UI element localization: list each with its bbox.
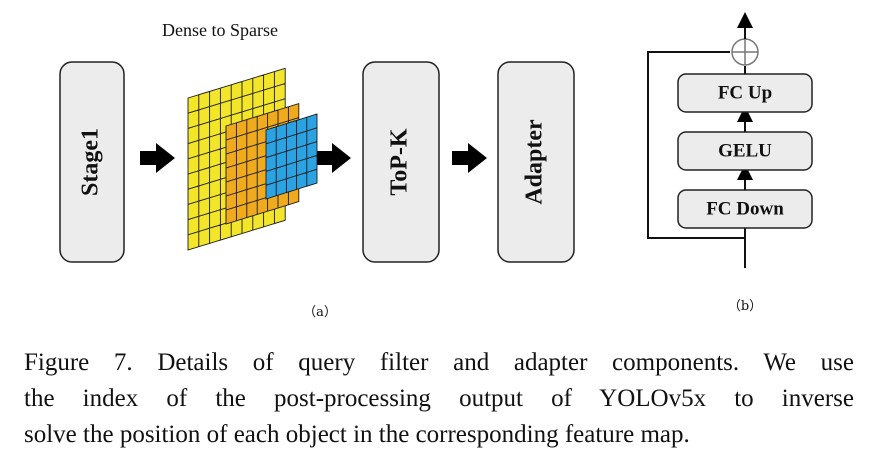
fc-up-label: FC Up	[718, 82, 772, 103]
arrow-grid-to-topk	[316, 143, 351, 173]
caption-line-2: the index of the post-processing output …	[24, 385, 854, 412]
topk-block: ToP-K	[362, 61, 440, 263]
topk-label: ToP-K	[387, 128, 413, 195]
figure-caption: Figure 7. Details of query filter and ad…	[24, 345, 854, 453]
fc-down-label: FC Down	[706, 198, 784, 219]
panel-a-label: （a）	[303, 305, 337, 320]
arrow-topk-to-adapter	[452, 143, 487, 173]
panel-b-label: （b）	[728, 299, 762, 314]
gelu-label: GELU	[718, 140, 772, 161]
caption-line-3: solve the position of each object in the…	[24, 421, 690, 448]
stage1-label: Stage1	[78, 128, 104, 196]
stage1-block: Stage1	[59, 61, 125, 263]
sparse-feature-grid	[265, 113, 318, 200]
caption-line-1: Figure 7. Details of query filter and ad…	[24, 349, 854, 376]
residual-connection	[647, 51, 745, 239]
adapter-block: Adapter	[497, 61, 575, 263]
adapter-label: Adapter	[522, 119, 548, 205]
arrow-stage1-to-grid	[140, 143, 175, 173]
adapter-detail: FC Down GELU FC Up	[647, 12, 813, 268]
sum-node-icon	[731, 38, 759, 66]
dense-to-sparse-title: Dense to Sparse	[162, 20, 278, 40]
